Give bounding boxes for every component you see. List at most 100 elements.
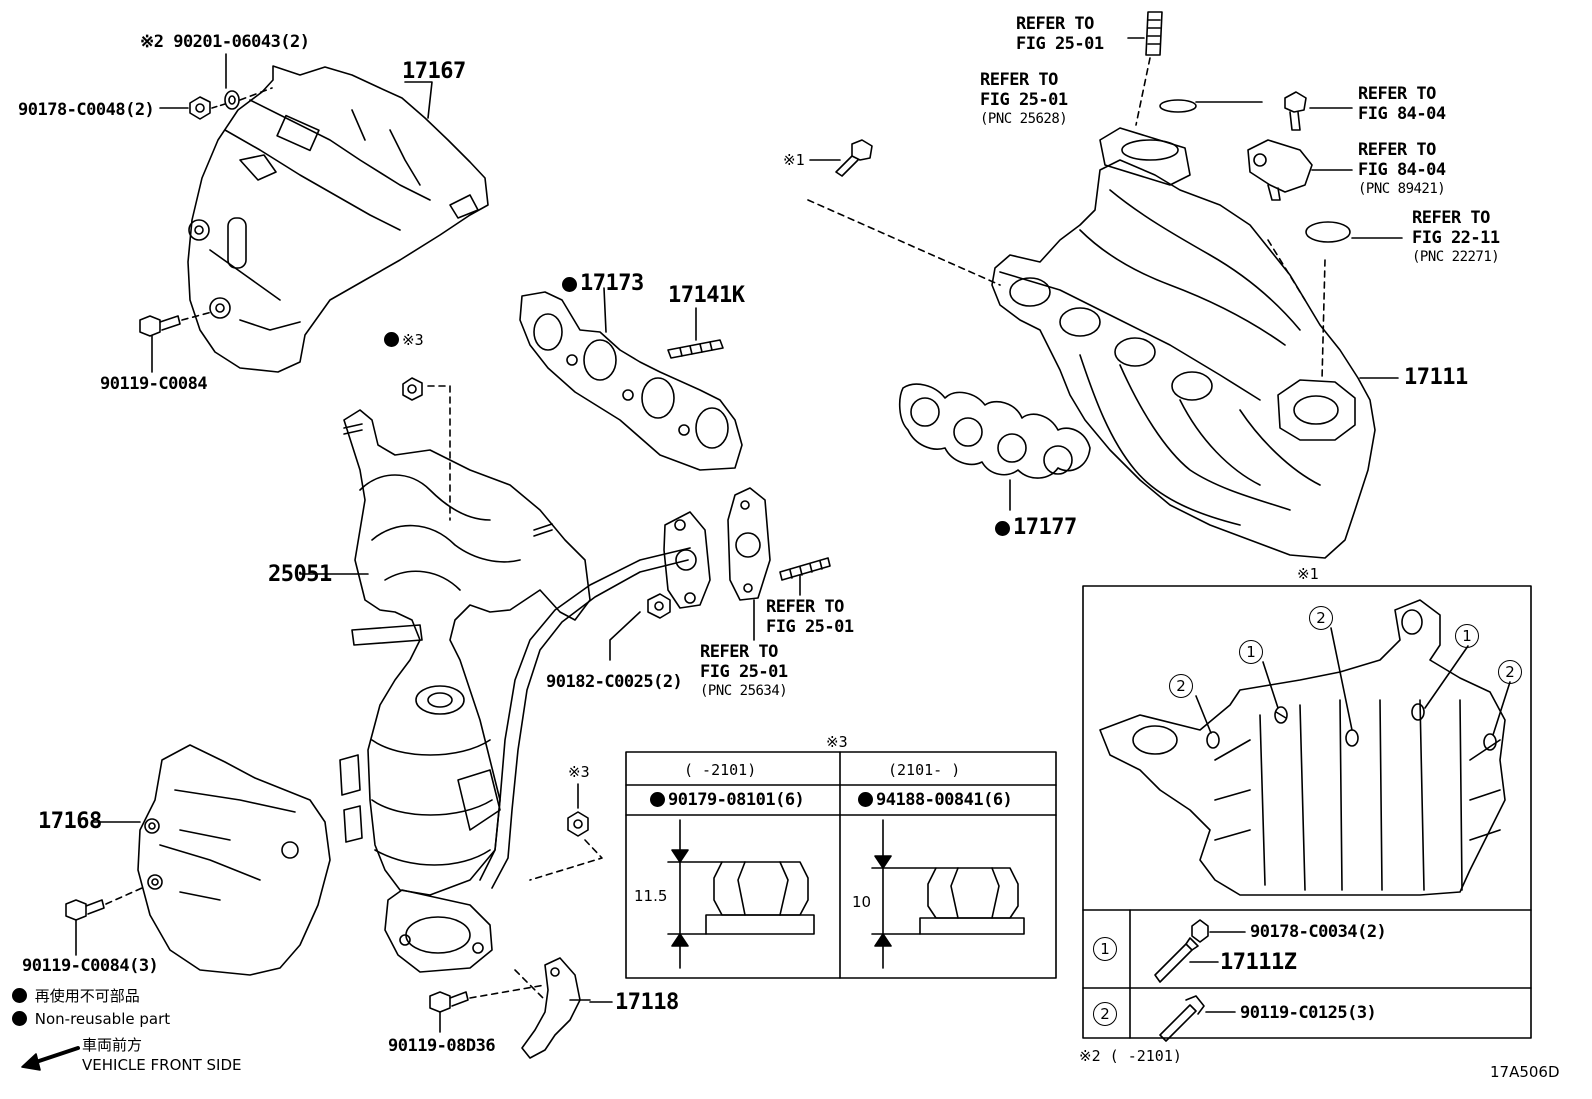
ref-pnc: (PNC 25628) — [980, 111, 1068, 127]
stud-egr — [779, 557, 831, 581]
nonreusable-nut-marker: ※3 — [384, 330, 424, 350]
exhaust-manifold-25051 — [339, 409, 591, 973]
note1-box-title: ※1 — [1297, 565, 1319, 583]
bolt-90119-08d36 — [429, 991, 469, 1013]
ref-line: FIG 22-11 — [1412, 228, 1500, 248]
ref-line: REFER TO — [1412, 208, 1490, 228]
part-number: 17177 — [1013, 515, 1077, 540]
note3-col1-dimension: 11.5 — [634, 887, 668, 905]
part-label-17177: 17177 — [995, 516, 1077, 540]
part-label-17173: 17173 — [562, 272, 644, 296]
nut-marked-3-lower — [567, 811, 589, 837]
note3-table-frame — [625, 751, 1057, 979]
ref-pnc: (PNC 89421) — [1358, 181, 1446, 197]
part-label-17141k: 17141K — [668, 283, 745, 308]
figure-id: 17A506D — [1490, 1063, 1560, 1081]
legend-text: Non-reusable part — [34, 1010, 171, 1028]
vehicle-front-arrow — [21, 1046, 80, 1071]
part-label-90182-c0025: 90182-C0025(2) — [546, 672, 683, 692]
nut-90178-c0048 — [189, 96, 211, 120]
note3-marker-lower: ※3 — [568, 763, 590, 781]
callout-2: 2 — [1169, 674, 1193, 698]
part-label-17111z: 17111Z — [1220, 950, 1297, 975]
ref-line: REFER TO — [766, 597, 844, 617]
nonreusable-dot-icon — [995, 521, 1010, 536]
callout-2: 2 — [1309, 606, 1333, 630]
part-label-90119-c0125: 90119-C0125(3) — [1240, 1003, 1377, 1023]
part-label-17168: 17168 — [38, 809, 102, 834]
legend-nonreusable-en: Non-reusable part — [12, 1010, 170, 1028]
egr-gasket — [727, 487, 771, 601]
note3-col1-part: 90179-08101(6) — [650, 790, 805, 810]
part-label-17118: 17118 — [615, 990, 679, 1015]
legend-nonreusable-jp: 再使用不可部品 — [12, 985, 140, 1006]
o-ring-top — [1159, 99, 1197, 113]
sensor-89421 — [1247, 139, 1313, 201]
part-label-25051: 25051 — [268, 562, 332, 587]
footnote-2: ※2 ( -2101) — [1079, 1047, 1182, 1065]
ref-line: REFER TO — [1358, 140, 1436, 160]
ref-line: REFER TO — [980, 70, 1058, 90]
row-1-number: 1 — [1093, 937, 1117, 961]
note3-col1-range: ( -2101) — [684, 761, 757, 779]
bolt-fig84 — [1284, 91, 1307, 131]
legend-text: 再使用不可部品 — [34, 987, 140, 1005]
callout-1: 1 — [1455, 624, 1479, 648]
ref-line: REFER TO — [700, 642, 778, 662]
legend-front-jp: 車両前方 — [82, 1036, 143, 1054]
nut-marked-3-upper — [402, 377, 423, 401]
part-label-90201-06043: ※2 90201-06043(2) — [140, 32, 310, 52]
nonreusable-dot-icon — [12, 988, 27, 1003]
row-2-number: 2 — [1093, 1002, 1117, 1026]
nonreusable-dot-icon — [650, 792, 665, 807]
ref-line: FIG 25-01 — [766, 617, 854, 637]
ref-pnc: (PNC 22271) — [1412, 249, 1500, 265]
nut-90182 — [647, 593, 671, 619]
nonreusable-dot-icon — [384, 332, 399, 347]
ref-line: REFER TO — [1016, 14, 1094, 34]
note3-col2-range: (2101- ) — [888, 761, 961, 779]
bracket-17118 — [521, 957, 591, 1059]
leader-90201 — [239, 87, 273, 101]
part-label-90178-c0034: 90178-C0034(2) — [1250, 922, 1387, 942]
egr-pipe — [479, 511, 711, 889]
bolt-marked-1 — [835, 139, 873, 177]
ref-line: REFER TO — [1358, 84, 1436, 104]
part-label-17167: 17167 — [402, 59, 466, 84]
ref-line: FIG 25-01 — [980, 90, 1068, 110]
callout-2: 2 — [1498, 660, 1522, 684]
stud-top — [1145, 11, 1163, 56]
part-label-17111: 17111 — [1404, 365, 1468, 390]
intake-manifold-17111 — [991, 127, 1376, 559]
part-number: 17173 — [580, 271, 644, 296]
ref-pnc: (PNC 25634) — [700, 683, 788, 699]
note1-marker-bolt: ※1 — [783, 151, 805, 169]
nonreusable-dot-icon — [562, 277, 577, 292]
part-label-90119-c0084: 90119-C0084 — [100, 374, 208, 394]
note1-box-frame — [1082, 585, 1532, 1042]
ref-line: FIG 84-04 — [1358, 104, 1446, 124]
part-label-90178-c0048: 90178-C0048(2) — [18, 100, 155, 120]
bolt-90119-c0084 — [139, 315, 181, 337]
nonreusable-dot-icon — [858, 792, 873, 807]
note3-col2-part: 94188-00841(6) — [858, 790, 1013, 810]
ref-line: FIG 25-01 — [700, 662, 788, 682]
note3-ref: ※3 — [402, 331, 424, 349]
washer-90201 — [224, 90, 240, 110]
ref-line: FIG 84-04 — [1358, 160, 1446, 180]
callout-1: 1 — [1239, 640, 1263, 664]
heat-insulator-lower — [137, 744, 331, 976]
gasket-17173 — [519, 291, 743, 471]
stud-17141k — [667, 339, 724, 359]
gasket-17177 — [898, 383, 1091, 479]
nonreusable-dot-icon — [12, 1011, 27, 1026]
part-number: 94188-00841(6) — [876, 790, 1013, 810]
